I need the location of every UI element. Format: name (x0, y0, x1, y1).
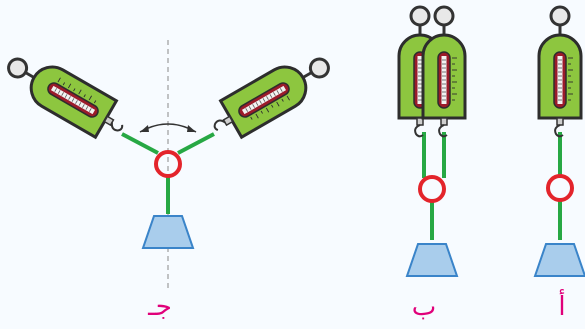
panel-label-a: أ (558, 292, 566, 322)
string-left (121, 132, 159, 155)
ring-icon (418, 175, 446, 203)
panel-label-c: جـ (148, 292, 172, 322)
spring-scale-icon (421, 5, 467, 138)
panel-c (0, 40, 340, 290)
spring-scale-icon (203, 43, 340, 148)
ring-icon (546, 174, 574, 202)
panel-a (534, 5, 585, 277)
spring-scale-icon (537, 5, 583, 138)
ring-icon (154, 150, 182, 178)
panel-b (397, 5, 467, 277)
string-right (177, 132, 215, 155)
spring-scale-icon (0, 43, 134, 148)
panel-label-b: ب (411, 292, 437, 322)
weight-icon (534, 243, 585, 277)
weight-icon (406, 243, 458, 277)
weight-icon (142, 215, 194, 249)
